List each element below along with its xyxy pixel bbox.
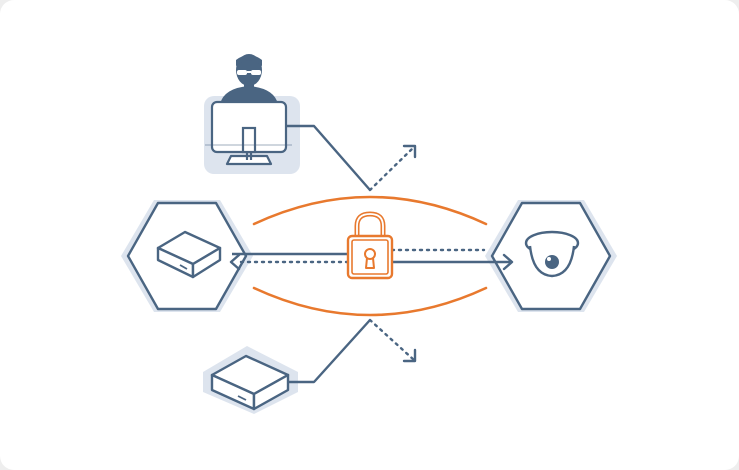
bottom-recorder: [203, 346, 298, 414]
attacker-link-line: [286, 124, 371, 191]
padlock-icon: [346, 211, 394, 280]
hacker-icon: [220, 54, 278, 104]
network-video-recorder-icon: [156, 230, 222, 279]
network-video-recorder-icon: [210, 354, 290, 411]
attacker-computer: [204, 54, 300, 174]
recorder-hexagon-left: [121, 200, 253, 312]
camera-hexagon-right: [485, 200, 617, 312]
deflected-arrow-top: [368, 145, 416, 192]
arrow-head-left: [229, 253, 241, 271]
deflected-arrow-bottom: [368, 318, 416, 362]
arrow-head-right: [502, 253, 514, 271]
encryption-tunnel: [252, 195, 488, 317]
bottom-link-line: [288, 319, 371, 384]
dome-camera-icon: [524, 230, 580, 278]
deflected-arrow-bottom-head: [402, 348, 417, 363]
monitor-icon: [205, 100, 292, 166]
deflected-arrow-top-head: [402, 144, 417, 159]
